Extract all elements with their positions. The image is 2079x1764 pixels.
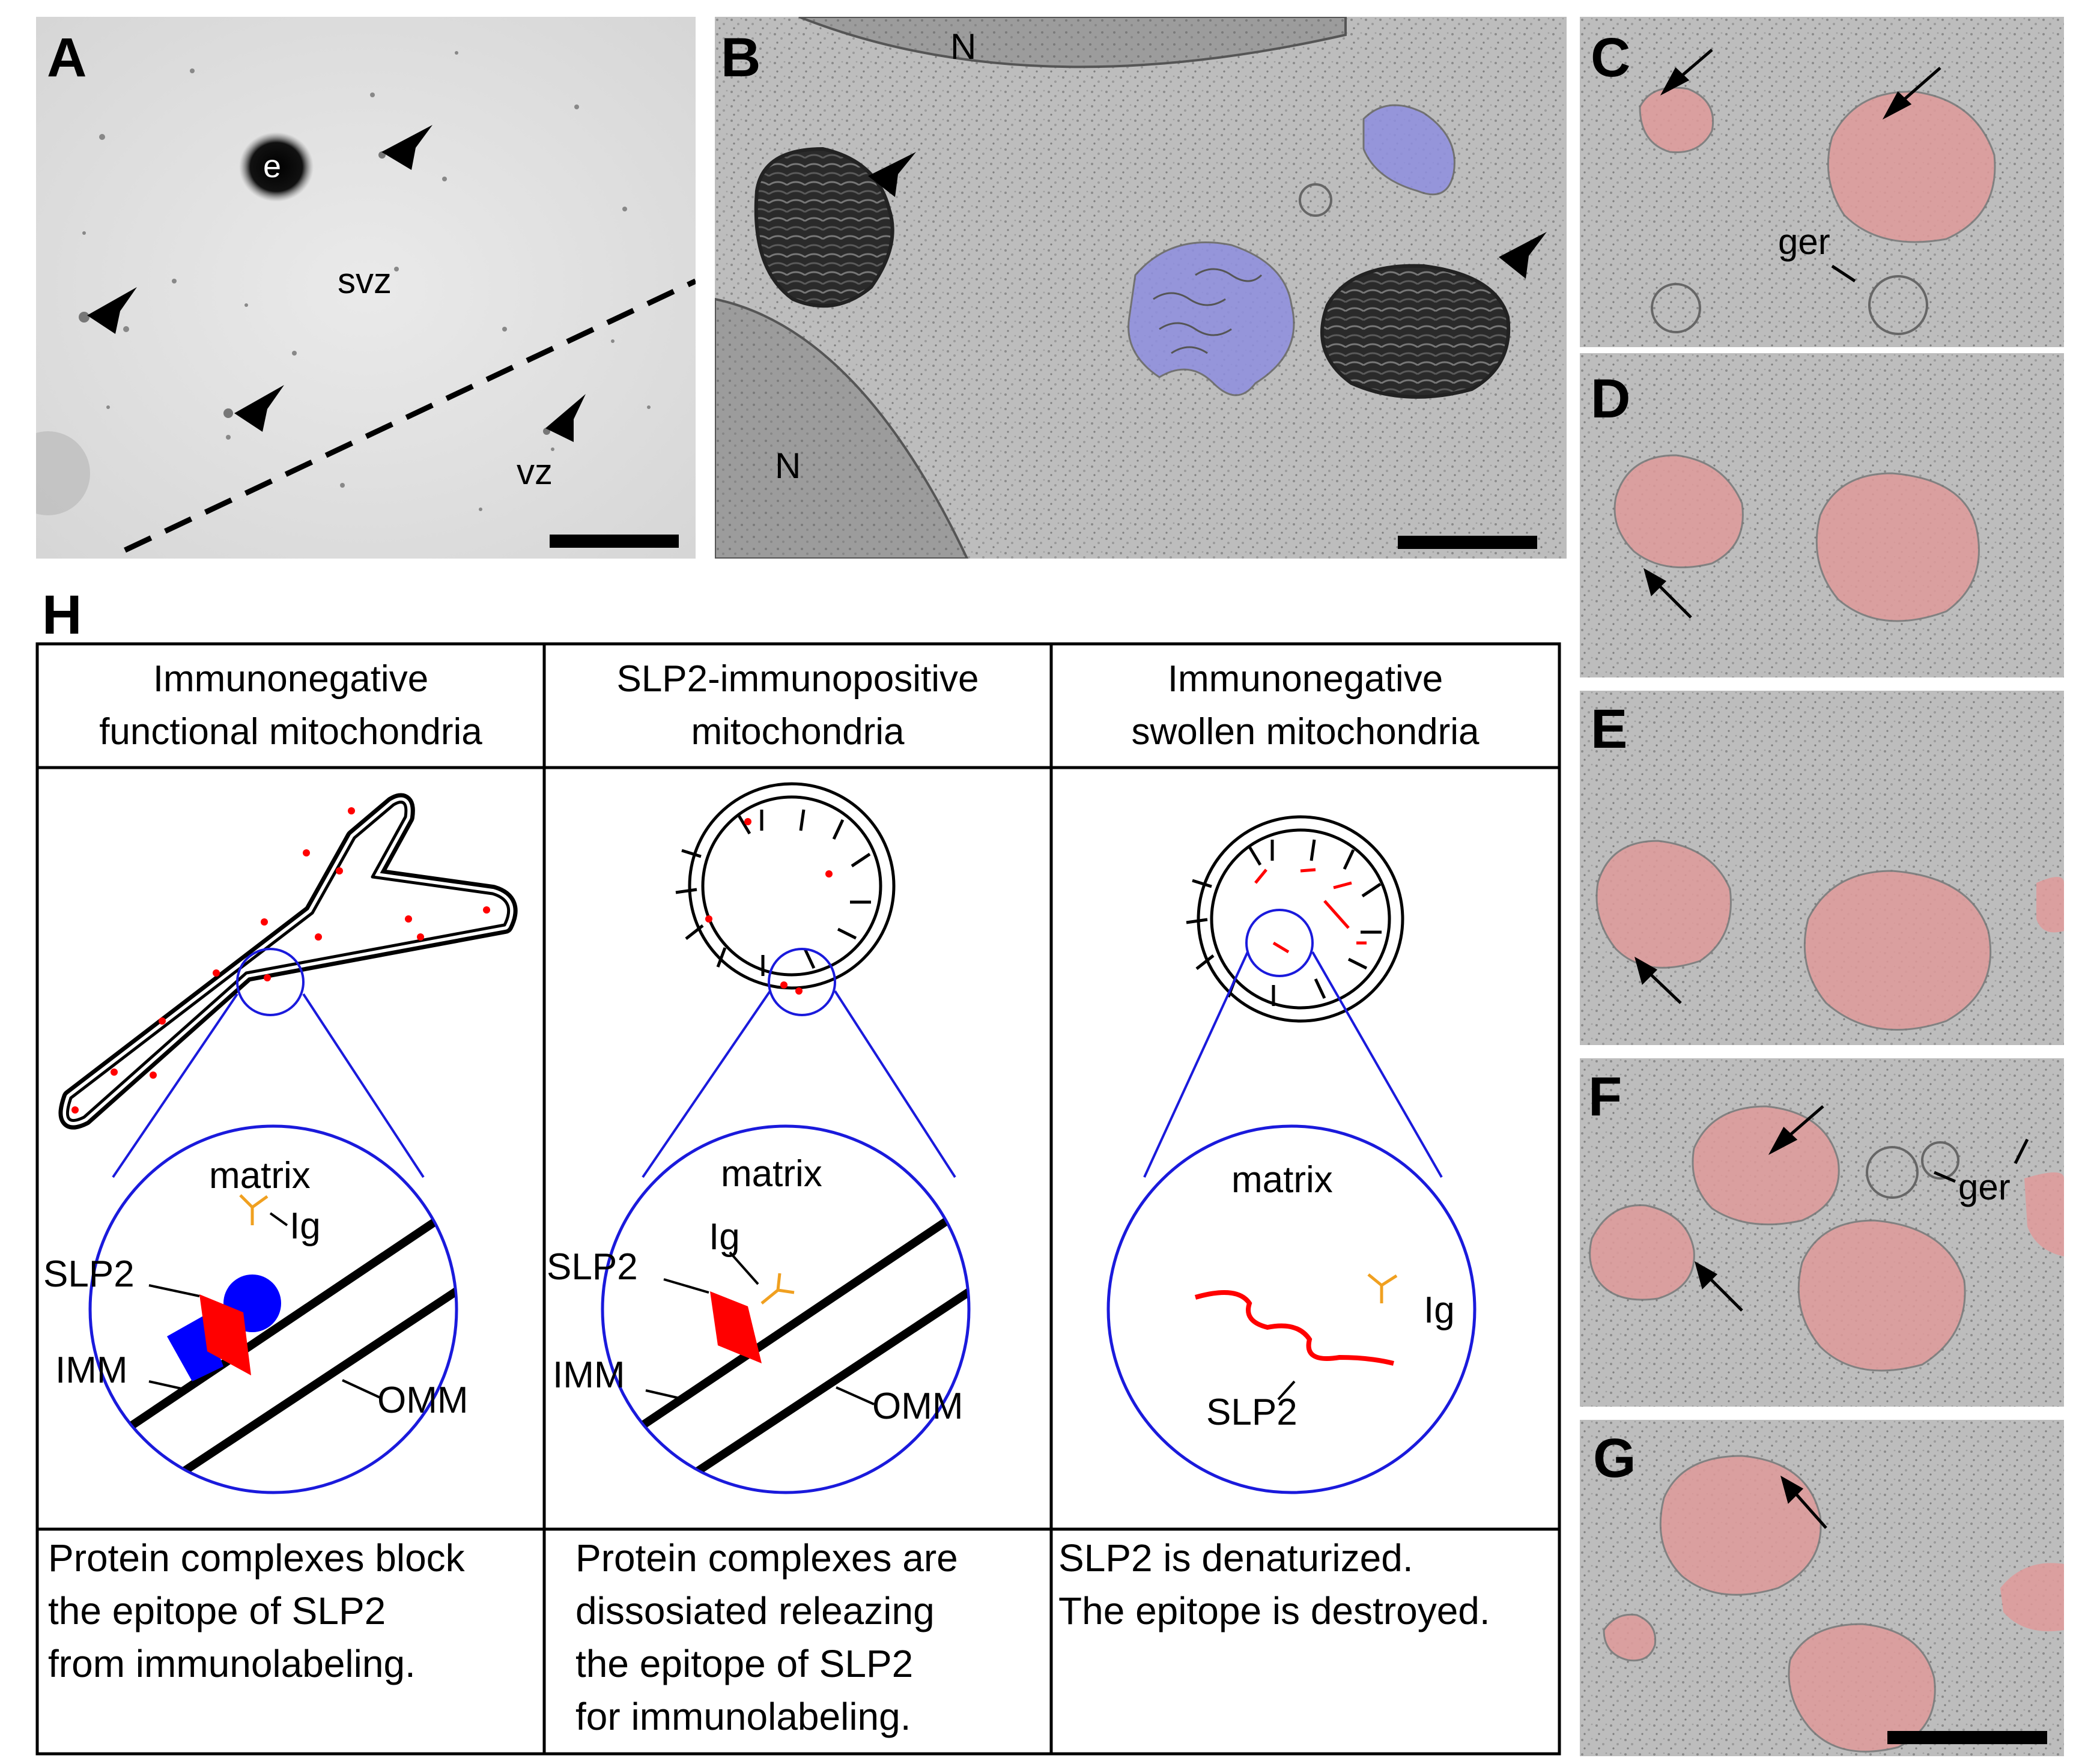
caption-functional: Protein complexes block the epitope of S… [48,1532,541,1690]
red-mitochondrion [1827,91,1996,243]
panel-e-image [1580,691,2064,1045]
panel-label-a: A [47,27,87,88]
slp2-label-1: SLP2 [43,1253,135,1295]
zone-boundary-line [124,278,696,553]
header-swollen-mitochondria: Immunonegative swollen mitochondria [1051,644,1559,768]
caption-line: SLP2 is denaturized. [1058,1536,1413,1580]
red-mitochondrion [1788,1623,1936,1753]
red-mitochondrion [1589,1204,1695,1301]
red-mitochondrion [1659,1455,1822,1596]
panel-e-micrograph-image: E [1580,691,2064,1045]
functional-mitochondrion [58,793,518,1494]
red-mitochondrion [1603,1613,1657,1662]
panel-b-image [715,17,1567,559]
panel-f-micrograph: F ger [1580,1058,2064,1407]
label-e: e [263,148,282,184]
panel-a-image [36,17,696,559]
imm-label-2: IMM [553,1354,625,1396]
caption-line: for immunolabeling. [575,1695,911,1738]
nucleus-label-left: N [775,446,801,486]
arrowhead-marker [1499,232,1547,279]
caption-line: dissosiated releazing [575,1589,935,1632]
header-functional-mitochondria: Immunonegative functional mitochondria [37,644,544,768]
ig-label-3: Ig [1424,1290,1455,1331]
arrowhead-marker [545,394,586,442]
ig-label-2: Ig [709,1216,740,1258]
panel-c-image [1580,17,2064,347]
scale-bar [550,535,679,548]
panel-f-image [1580,1058,2064,1407]
panel-b-micrograph: B N N [715,17,1567,559]
matrix-label-3: matrix [1231,1159,1333,1201]
red-mitochondrion [1692,1105,1840,1226]
blue-mitochondrion [1362,104,1455,196]
arrowhead-marker [868,152,916,197]
ger-label-c: ger [1778,222,1830,262]
slp2-label-3: SLP2 [1206,1392,1297,1433]
scale-bar [1398,536,1537,549]
red-mitochondrion [1803,870,1992,1031]
table-border [35,642,1561,1756]
panel-label-g: G [1593,1428,1636,1489]
panel-label-b: B [721,27,761,88]
caption-swollen: SLP2 is denaturized. The epitope is dest… [1058,1532,1557,1637]
panel-label-h: H [42,584,82,646]
header-line: SLP2-immunopositive [616,658,979,700]
header-line: Immunonegative [153,658,429,700]
arrowhead-marker [381,125,432,170]
panel-label-c: C [1591,27,1631,88]
panel-label-d: D [1591,368,1631,429]
header-line: functional mitochondria [99,711,482,753]
panel-label-e: E [1591,699,1628,760]
label-svz: svz [338,261,392,301]
omm-label-1: OMM [377,1380,469,1421]
swollen-mitochondrion [1106,815,1477,1494]
scale-bar [1887,1731,2047,1744]
red-mitochondrion [1613,454,1744,569]
red-mitochondrion [1595,840,1732,969]
caption-line: Protein complexes are [575,1536,958,1580]
omm-label-2: OMM [872,1386,964,1427]
dark-mitochondrion [754,147,894,308]
label-vz: vz [517,452,553,492]
header-line: Immunonegative [1167,658,1443,700]
caption-immunopositive: Protein complexes are dissosiated releaz… [575,1532,1044,1743]
matrix-label-1: matrix [209,1155,311,1196]
panel-a-micrograph: A e svz vz [36,17,696,559]
arrowhead-marker [87,287,137,334]
slp2-label-2: SLP2 [547,1246,638,1288]
caption-line: the epitope of SLP2 [48,1589,386,1632]
ger-label-f: ger [1958,1167,2011,1207]
caption-line: The epitope is destroyed. [1058,1589,1490,1632]
nucleus-label-top: N [950,26,977,67]
caption-line: the epitope of SLP2 [575,1642,914,1685]
dark-mitochondrion [1320,264,1511,399]
panel-label-f: F [1588,1066,1622,1127]
caption-line: Protein complexes block [48,1536,465,1580]
panel-d-micrograph: D [1580,353,2064,677]
header-line: mitochondria [691,711,905,753]
panel-g-micrograph: G [1580,1420,2064,1756]
ig-label-1: Ig [290,1205,321,1247]
panel-g-image [1580,1420,2064,1756]
panel-c-micrograph: C ger [1580,17,2064,347]
red-mitochondrion [1815,472,1980,622]
imm-label-1: IMM [55,1350,128,1391]
red-mitochondrion [1797,1219,1966,1372]
matrix-label-2: matrix [721,1153,822,1195]
panel-d-image [1580,353,2064,677]
header-immunopositive-mitochondria: SLP2-immunopositive mitochondria [544,644,1051,768]
arrowhead-marker [234,385,284,432]
immunopositive-mitochondrion [601,782,971,1494]
header-line: swollen mitochondria [1131,711,1480,753]
caption-line: from immunolabeling. [48,1642,416,1685]
